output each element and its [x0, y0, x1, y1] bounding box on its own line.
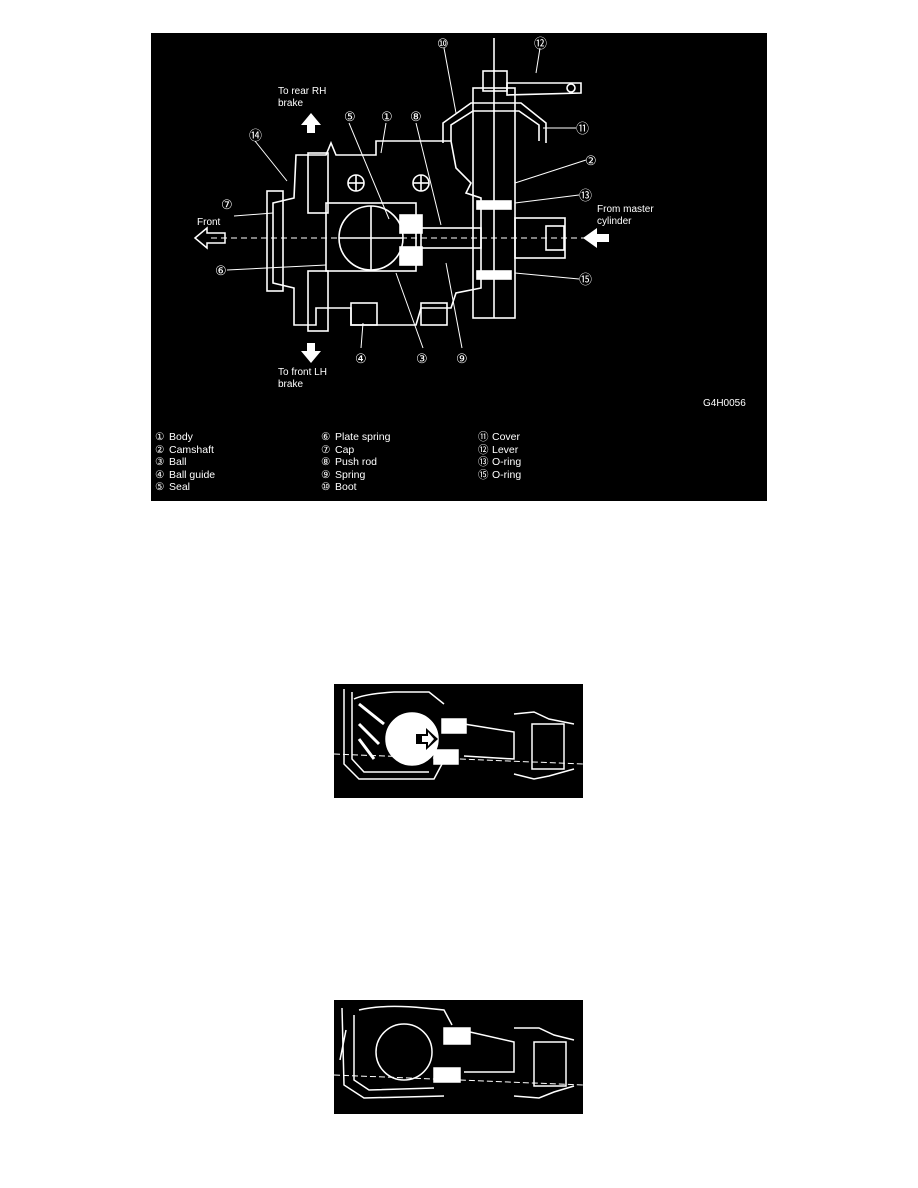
- callout-10: ⑩: [437, 36, 449, 51]
- ball-guide-shape: [325, 202, 417, 272]
- callout-14: ⑭: [249, 128, 262, 143]
- inset-ball-seated: [334, 1000, 583, 1114]
- valve-section-diagram: ⑭ ⑦ ⑥ ⑤ ① ⑧ ⑩ ⑫ ⑪ ② ⑬ ⑮ ④ ③ ⑨ To rear RH…: [151, 33, 767, 501]
- label-to-rear-line1: To rear RH: [278, 86, 326, 97]
- seal-shape: [399, 214, 423, 234]
- outlet-port-rear: [307, 152, 329, 214]
- callout-6: ⑥: [215, 263, 227, 278]
- callout-9: ⑨: [456, 351, 468, 366]
- callout-15: ⑮: [579, 272, 592, 287]
- label-from-master-line2: cylinder: [597, 216, 632, 227]
- callout-2: ②: [585, 153, 597, 168]
- callout-7: ⑦: [221, 197, 233, 212]
- inset-1-drawing: [334, 689, 583, 780]
- callout-11: ⑪: [576, 121, 589, 136]
- callout-3: ③: [416, 351, 428, 366]
- inset-2-drawing: [334, 1005, 583, 1099]
- body-outline: [272, 140, 482, 326]
- outlet-port-front: [307, 270, 329, 332]
- arrow-down-icon: [301, 343, 321, 363]
- label-to-front-line2: brake: [278, 379, 303, 390]
- callout-12: ⑫: [534, 36, 547, 51]
- callout-1: ①: [381, 109, 393, 124]
- nut-shape: [482, 70, 508, 92]
- front-arrow-icon: [193, 226, 226, 250]
- label-from-master-line1: From master: [597, 204, 654, 215]
- cap-shape: [266, 190, 284, 292]
- label-to-front-line1: To front LH: [278, 367, 327, 378]
- arrow-up-icon: [301, 113, 321, 133]
- lever-shape: [506, 82, 582, 96]
- figure-code: G4H0056: [703, 398, 746, 409]
- callout-13: ⑬: [579, 188, 592, 203]
- callout-5: ⑤: [344, 109, 356, 124]
- inset-ball-forward: [334, 684, 583, 798]
- cover-shape: [442, 102, 547, 143]
- callout-4: ④: [355, 351, 367, 366]
- label-to-rear-line2: brake: [278, 98, 303, 109]
- label-front: Front: [197, 217, 221, 228]
- arrow-left-icon: [583, 228, 609, 248]
- callout-8: ⑧: [410, 109, 422, 124]
- valve-drawing: ⑭ ⑦ ⑥ ⑤ ① ⑧ ⑩ ⑫ ⑪ ② ⑬ ⑮ ④ ③ ⑨ To rear RH…: [193, 36, 746, 409]
